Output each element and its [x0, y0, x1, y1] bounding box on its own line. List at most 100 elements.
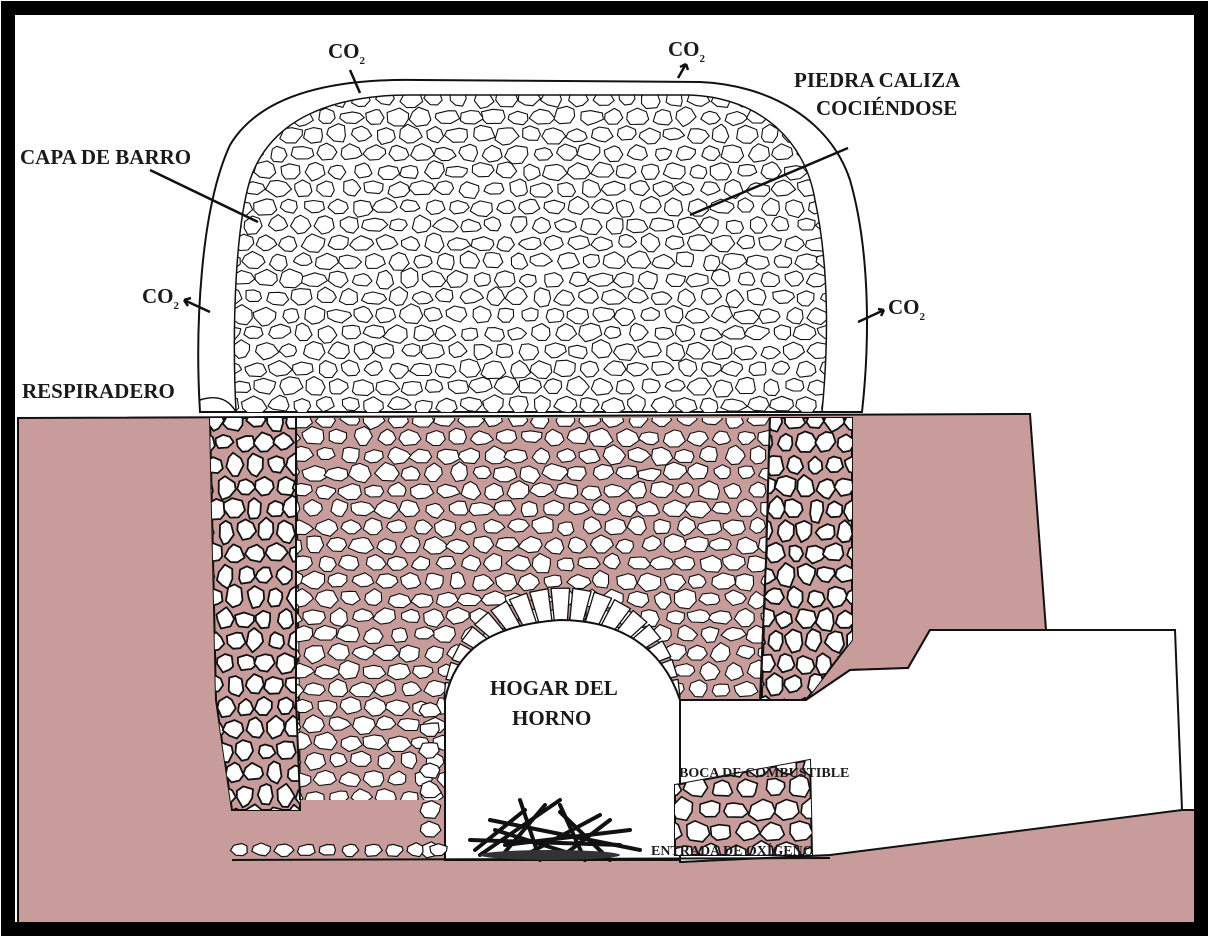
stone: [277, 741, 296, 759]
stone: [269, 632, 284, 649]
respiradero-label: RESPIRADERO: [22, 379, 175, 403]
stone: [239, 566, 255, 583]
stone: [475, 273, 491, 287]
stone: [789, 546, 803, 562]
stone: [401, 382, 422, 396]
hogar-label-line1: HOGAR DEL: [490, 676, 618, 700]
hogar-label-line2: HORNO: [512, 706, 591, 730]
stone: [401, 268, 418, 288]
stone: [227, 633, 246, 649]
stone: [642, 379, 660, 393]
stone: [409, 181, 434, 195]
arch-voussoir: [551, 588, 570, 622]
stone: [281, 164, 300, 179]
stone: [700, 398, 718, 413]
piedra-caliza-label-line1: PIEDRA CALIZA: [794, 68, 961, 92]
stone: [462, 328, 478, 340]
stone: [481, 109, 505, 123]
stone: [710, 163, 731, 180]
stone: [519, 378, 541, 393]
stone: [674, 449, 694, 462]
stone: [278, 697, 293, 714]
stone: [392, 628, 408, 642]
stone: [711, 825, 731, 841]
stone: [554, 360, 576, 376]
stone: [649, 218, 674, 231]
stone: [555, 483, 578, 499]
stone: [494, 271, 515, 288]
stone: [655, 327, 674, 339]
stone: [676, 252, 693, 267]
stone: [750, 446, 765, 464]
stone: [342, 325, 361, 339]
stone: [342, 447, 359, 463]
firewood-ash: [480, 850, 620, 860]
stone: [808, 591, 825, 608]
stone: [786, 200, 805, 218]
stone: [605, 518, 626, 535]
stone: [737, 779, 758, 797]
stone: [521, 501, 537, 516]
stone: [700, 801, 720, 817]
stone: [446, 166, 468, 177]
stone: [494, 501, 515, 515]
stone: [493, 467, 517, 482]
stone: [388, 594, 411, 608]
stone: [654, 519, 670, 533]
stone: [460, 359, 481, 377]
stone: [483, 253, 503, 268]
stone: [238, 655, 256, 670]
stone: [641, 164, 659, 179]
stone: [713, 380, 733, 397]
boca-de-combustible-label: BOCA DE COMBUSTIBLE: [679, 766, 849, 781]
stone: [738, 272, 755, 285]
stone: [399, 645, 419, 662]
stone: [277, 653, 295, 674]
stone: [726, 220, 743, 233]
stone: [472, 163, 494, 177]
stone: [268, 588, 282, 606]
stone: [838, 434, 855, 452]
stone: [774, 325, 790, 340]
stone: [420, 723, 439, 736]
stone: [449, 428, 466, 444]
stone: [339, 660, 360, 679]
stone: [317, 448, 335, 460]
stone: [421, 343, 444, 359]
stone: [777, 654, 794, 673]
stone: [738, 164, 757, 176]
stone: [604, 326, 621, 338]
stone: [666, 236, 685, 250]
stone: [244, 326, 263, 338]
piedra-caliza-label-line2: COCIÉNDOSE: [816, 96, 957, 120]
stone: [264, 677, 283, 694]
stone: [544, 575, 561, 587]
stone: [510, 179, 528, 196]
stone: [400, 166, 418, 179]
stone: [319, 108, 335, 123]
stone: [498, 308, 514, 322]
stone: [473, 466, 491, 479]
stone: [798, 218, 815, 230]
stone: [558, 558, 575, 571]
stone: [712, 684, 730, 696]
hearth-opening: [445, 620, 680, 860]
capa-de-barro-label: CAPA DE BARRO: [20, 145, 191, 169]
stone: [690, 165, 707, 179]
stone: [328, 235, 348, 249]
stone: [581, 486, 601, 500]
stone: [522, 308, 538, 321]
stone: [365, 485, 384, 497]
stone: [267, 501, 284, 517]
stone: [826, 457, 843, 473]
stone: [298, 844, 316, 855]
stone: [437, 253, 454, 270]
stone: [554, 106, 575, 123]
stone: [768, 631, 783, 651]
stone: [246, 290, 262, 302]
stone: [248, 498, 261, 519]
stone: [578, 557, 600, 569]
stone: [303, 610, 326, 625]
stone: [226, 584, 243, 607]
